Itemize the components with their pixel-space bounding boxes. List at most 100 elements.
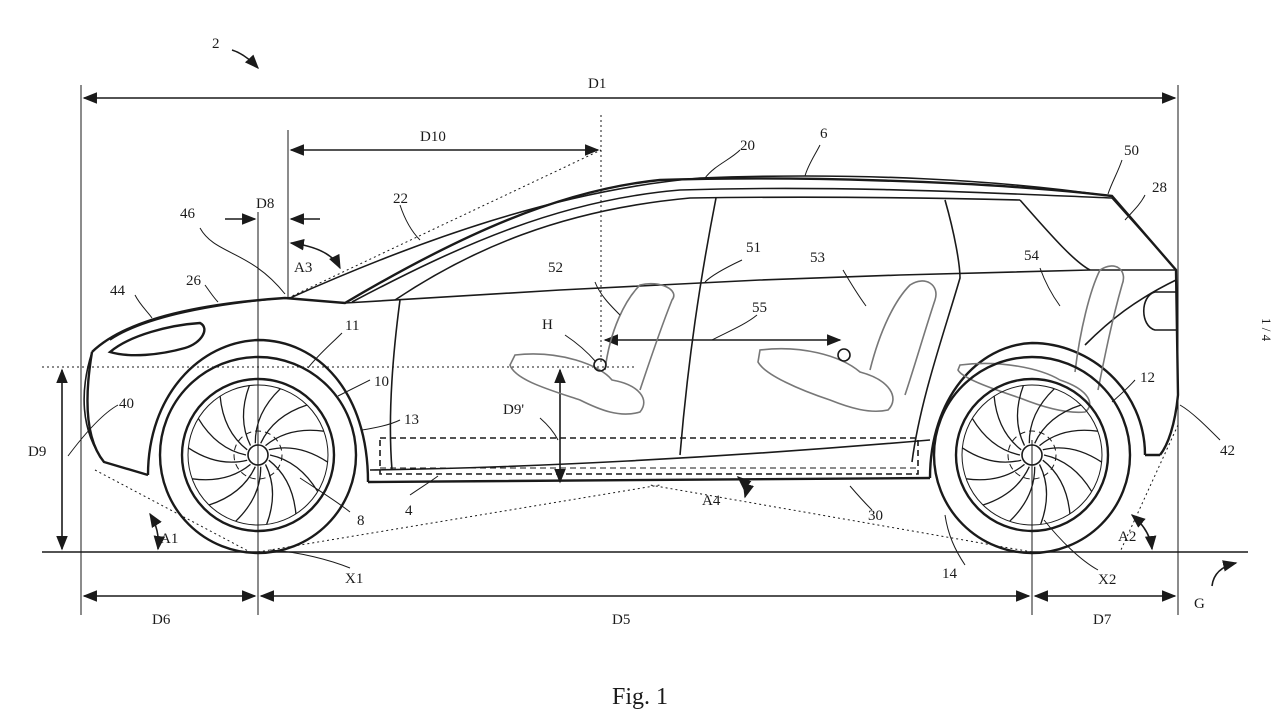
label-2: 2 <box>212 36 220 52</box>
reference-numerals: 2 6 20 22 46 44 26 50 28 11 10 13 40 8 4… <box>110 36 1235 582</box>
label-h: H <box>542 317 553 333</box>
rear-wheel-spoke <box>971 418 1021 456</box>
sheet-number: 1 / 4 <box>1259 318 1274 342</box>
body-outline <box>86 177 1180 484</box>
front-wheel-spoke <box>219 396 248 451</box>
front-wheel-spoke <box>268 459 297 514</box>
leader-lines <box>67 144 1221 571</box>
front-door <box>389 299 401 471</box>
rear-wheel-spoke <box>982 466 1030 506</box>
label-40: 40 <box>119 396 134 412</box>
leader-22 <box>399 204 421 241</box>
a3-arc <box>289 238 341 270</box>
front-wheel-spoke <box>260 404 308 444</box>
front-wheel-spoke <box>242 385 252 446</box>
label-a2: A2 <box>1118 529 1136 545</box>
b-pillar <box>679 197 717 456</box>
leader-54 <box>1039 267 1061 307</box>
leader-20 <box>704 149 741 179</box>
departure-angle-line <box>1119 424 1179 553</box>
rear-wheel-spoke <box>966 463 1025 481</box>
label-d10: D10 <box>420 129 446 145</box>
front-wheel-spoke <box>269 454 319 492</box>
label-46: 46 <box>180 206 196 222</box>
leader-28 <box>1124 194 1146 221</box>
label-d6: D6 <box>152 612 171 628</box>
front-wheel-spoke <box>265 429 324 447</box>
label-53: 53 <box>810 250 825 266</box>
leader-51 <box>704 259 743 283</box>
label-13: 13 <box>404 412 419 428</box>
rear-hip-point <box>837 348 851 362</box>
front-seat <box>509 282 675 415</box>
rear-tire <box>932 355 1132 555</box>
front-wheel-spoke <box>208 466 256 506</box>
label-14: 14 <box>942 566 958 582</box>
headlight <box>107 321 206 357</box>
leader-12 <box>1111 379 1136 403</box>
label-44: 44 <box>110 283 126 299</box>
label-d8: D8 <box>256 196 274 212</box>
label-x1: X1 <box>345 571 363 587</box>
front-wheel <box>158 355 358 555</box>
leader-8 <box>299 477 351 513</box>
rear-wheel-spoke <box>1028 388 1055 444</box>
label-51: 51 <box>746 240 761 256</box>
leader-30 <box>849 485 873 511</box>
label-22: 22 <box>393 191 408 207</box>
a1-arc <box>149 512 166 551</box>
front-wheel-arch <box>146 338 370 483</box>
battery-pack <box>379 437 919 475</box>
rear-hub <box>1021 444 1043 466</box>
rear-wheel-spoke <box>962 447 1022 463</box>
front-tire <box>158 355 358 555</box>
leader-x2 <box>1043 519 1099 571</box>
leader-x1 <box>269 549 351 569</box>
vehicle-2-arrow <box>231 49 259 70</box>
front-hip-point <box>593 358 607 372</box>
ground-g-arrow <box>1211 560 1238 587</box>
vehicle-body <box>83 175 1180 484</box>
rear-wheel-spoke <box>1016 385 1026 446</box>
rear-wheel-spoke <box>1039 429 1098 447</box>
tail-light <box>1142 291 1176 331</box>
dimension-arrows <box>56 49 1238 602</box>
third-seat <box>957 265 1125 414</box>
front-wheel-spoke <box>235 466 262 522</box>
label-d9: D9 <box>28 444 46 460</box>
label-d7: D7 <box>1093 612 1112 628</box>
front-rim-inner <box>187 384 329 526</box>
label-a3: A3 <box>294 260 312 276</box>
front-wheel-spoke <box>268 447 328 463</box>
leader-d9p <box>539 417 559 441</box>
label-50: 50 <box>1124 143 1139 159</box>
rear-wheel-spoke <box>1009 466 1036 522</box>
window-upper <box>394 196 1021 301</box>
rear-seat <box>757 280 937 413</box>
label-8: 8 <box>357 513 365 529</box>
front-wheel-spoke <box>192 463 251 481</box>
front-wheel-spoke <box>264 464 274 525</box>
rear-hub-ring <box>1007 430 1057 480</box>
label-x2: X2 <box>1098 572 1116 588</box>
a2-arc <box>1130 514 1157 551</box>
leader-26 <box>204 284 219 303</box>
rear-wheel-spoke <box>993 396 1022 451</box>
belt-line <box>344 269 1176 304</box>
c-pillar <box>911 199 961 463</box>
label-4: 4 <box>405 503 413 519</box>
label-a4: A4 <box>702 493 721 509</box>
rear-bumper <box>1084 279 1177 346</box>
label-42: 42 <box>1220 443 1235 459</box>
label-28: 28 <box>1152 180 1167 196</box>
label-12: 12 <box>1140 370 1155 386</box>
front-wheel-spoke <box>254 388 281 444</box>
front-rim <box>180 377 336 533</box>
figure-caption: Fig. 1 <box>612 684 668 710</box>
rear-wheel-spoke <box>1034 404 1082 444</box>
label-30: 30 <box>868 508 883 524</box>
leader-50 <box>1107 159 1123 195</box>
label-d5: D5 <box>612 612 630 628</box>
rear-window-line <box>1019 199 1091 271</box>
